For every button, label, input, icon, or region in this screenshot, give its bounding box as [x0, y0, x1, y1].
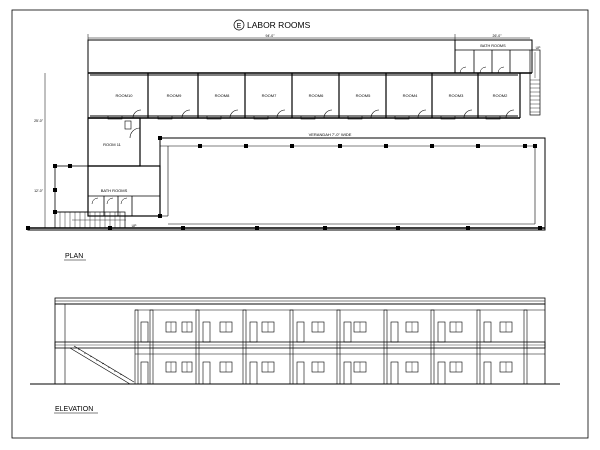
bath-block-right: BATH ROOMS UP [454, 40, 542, 116]
elevation-stair [69, 345, 135, 385]
room-label: ROOM3 [449, 93, 464, 98]
bath-rooms-right-label: BATH ROOMS [480, 44, 506, 48]
room-label: ROOM4 [403, 93, 418, 98]
title-badge-circle [233, 19, 245, 31]
dim-bath: 26'-0" [493, 34, 503, 38]
title-badge: E [237, 23, 242, 30]
room-label: ROOM6 [309, 93, 324, 98]
room-label: ROOM2 [493, 93, 508, 98]
stair-left-up-label: UP [132, 224, 138, 228]
upper-floor-openings [140, 321, 513, 343]
verandah: VERANDAH 7'-0" WIDE [26, 132, 546, 231]
room-partitions [147, 73, 521, 118]
bath-rooms-left-label: BATH ROOMS [101, 188, 128, 193]
lower-floor-openings [140, 361, 513, 385]
room-label: ROOM5 [356, 93, 371, 98]
elevation-label: ELEVATION [55, 406, 93, 413]
stair-right-up-label: UP [536, 46, 542, 50]
dim-bath-side: 12'-0" [34, 189, 44, 193]
side-room-label: ROOM 11 [103, 142, 121, 147]
room-label: ROOM7 [262, 93, 277, 98]
floor-plan: 94'-0" 26'-0" 25'-0" 12'-0" ROOM10 ROOM9 [26, 34, 546, 261]
plan-label: PLAN [65, 253, 83, 260]
elevation: ELEVATION [30, 297, 560, 414]
elevation-columns [134, 309, 528, 385]
drawing-title: E LABOR ROOMS [233, 19, 311, 31]
dim-overall: 94'-0" [266, 34, 276, 38]
room-label: ROOM8 [215, 93, 230, 98]
dim-side: 25'-0" [34, 119, 44, 123]
room-label: ROOM10 [116, 93, 134, 98]
left-wing: ROOM 11 BATH ROOMS [53, 117, 161, 229]
room-label: ROOM9 [167, 93, 182, 98]
sheet-border [11, 9, 589, 439]
title-text: LABOR ROOMS [247, 20, 311, 30]
verandah-label: VERANDAH 7'-0" WIDE [309, 132, 352, 137]
